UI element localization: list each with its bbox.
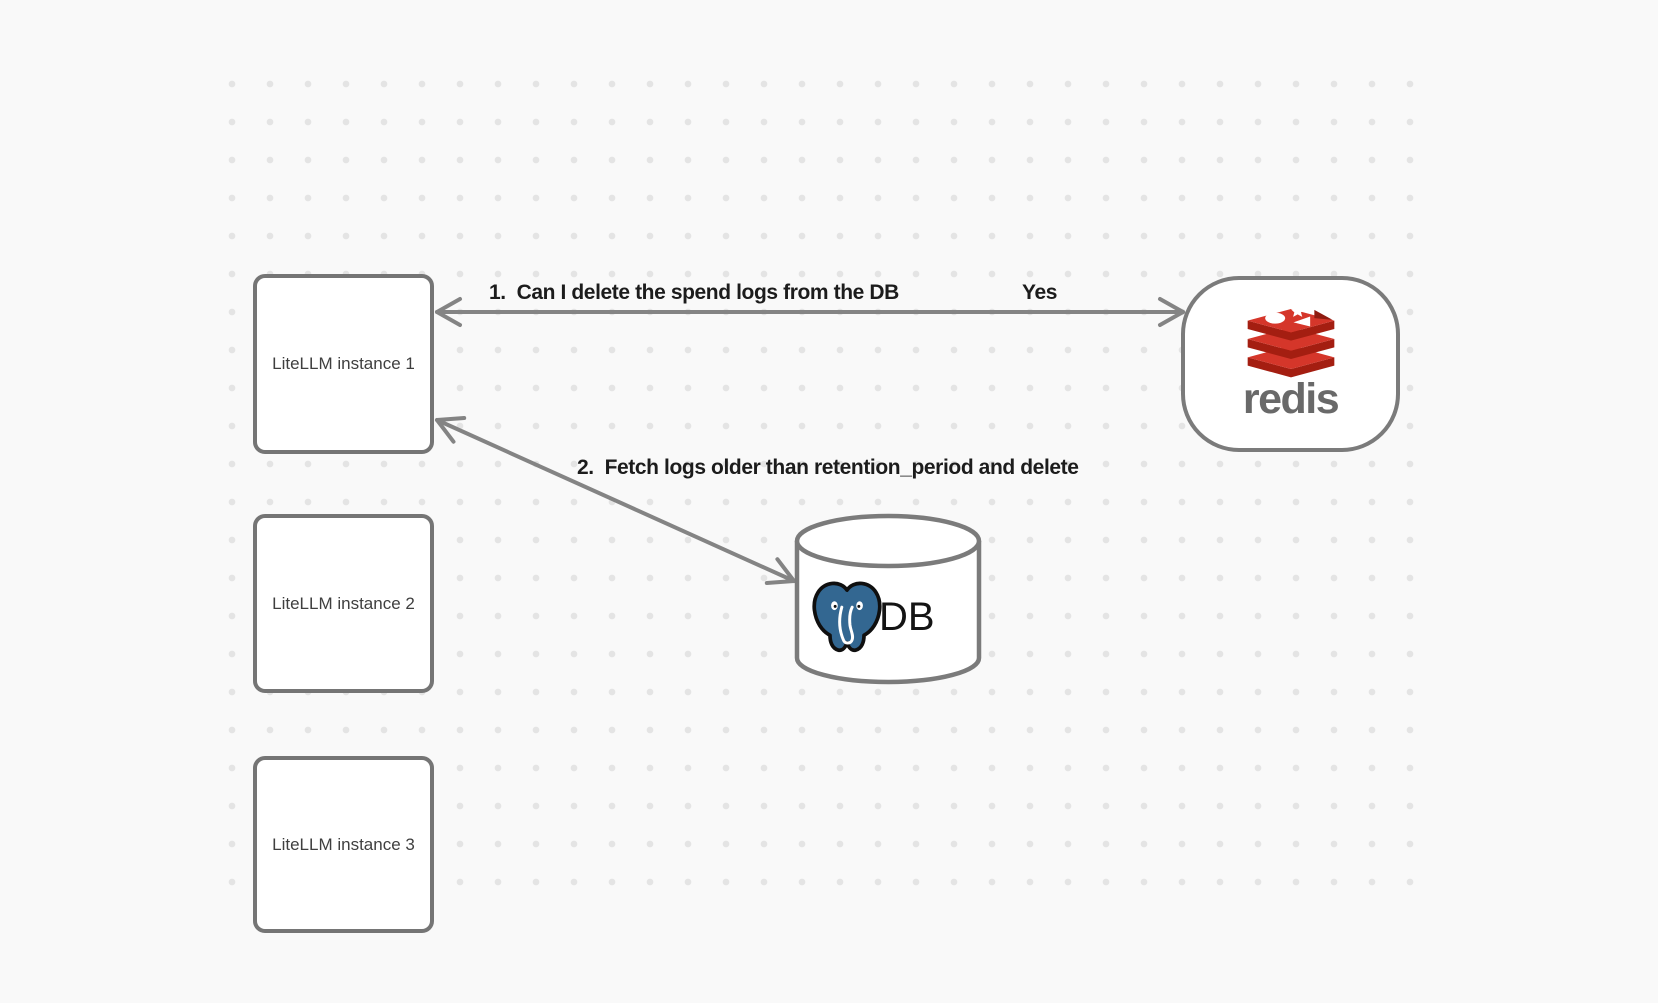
litellm-instance-3-node: LiteLLM instance 3 [253, 756, 434, 933]
litellm-instance-1-node: LiteLLM instance 1 [253, 274, 434, 454]
postgresql-logo-icon [812, 581, 882, 652]
redis-label: redis [1242, 375, 1340, 423]
arrow1-label: 1. Can I delete the spend logs from the … [489, 281, 899, 304]
litellm-instance-3-label: LiteLLM instance 3 [272, 834, 415, 854]
db-label: DB [879, 594, 935, 639]
redis-logo-icon [1247, 304, 1334, 378]
litellm-instance-2-label: LiteLLM instance 2 [272, 593, 415, 613]
litellm-instance-2-node: LiteLLM instance 2 [253, 514, 434, 693]
arrow1-response-label: Yes [1022, 281, 1058, 304]
redis-node: redis [1181, 276, 1400, 452]
arrow2-label: 2. Fetch logs older than retention_perio… [577, 456, 1079, 479]
litellm-instance-1-label: LiteLLM instance 1 [272, 354, 415, 373]
database-content: DB [810, 576, 935, 658]
